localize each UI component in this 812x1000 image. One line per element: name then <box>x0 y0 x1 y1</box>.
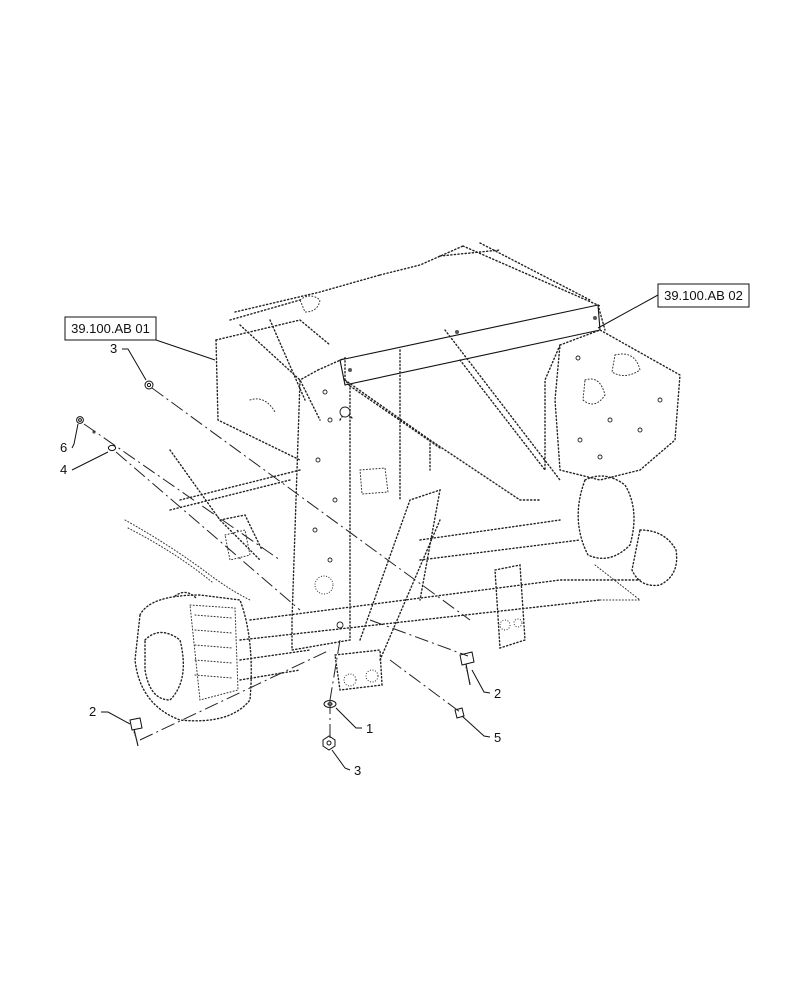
leader-lines <box>71 294 659 771</box>
nut-part-3-bottom <box>322 735 336 751</box>
baler-frame-assembly <box>124 242 681 722</box>
callout-2-left: 2 <box>89 704 96 719</box>
bolt-part-2-right <box>459 651 475 686</box>
callout-2-right: 2 <box>494 686 501 701</box>
callout-6: 6 <box>60 440 67 455</box>
bolt-part-2-left <box>129 717 143 747</box>
nut-part-3-top <box>144 380 154 390</box>
ref-label-right: 39.100.AB 02 <box>664 288 743 303</box>
ref-box-left[interactable]: 39.100.AB 01 <box>64 316 157 341</box>
ref-box-right[interactable]: 39.100.AB 02 <box>657 283 750 308</box>
callout-1: 1 <box>366 721 373 736</box>
exploded-parts <box>76 380 475 751</box>
ref-label-left: 39.100.AB 01 <box>71 321 150 336</box>
assembly-centerlines <box>83 387 471 741</box>
callout-3-bottom: 3 <box>354 763 361 778</box>
callout-3-top: 3 <box>110 341 117 356</box>
nut-part-6 <box>76 416 84 424</box>
callout-5: 5 <box>494 730 501 745</box>
callout-4: 4 <box>60 462 67 477</box>
washer-part-4 <box>107 444 117 452</box>
callout-numbers: 3 6 4 2 1 3 2 5 <box>60 341 501 778</box>
